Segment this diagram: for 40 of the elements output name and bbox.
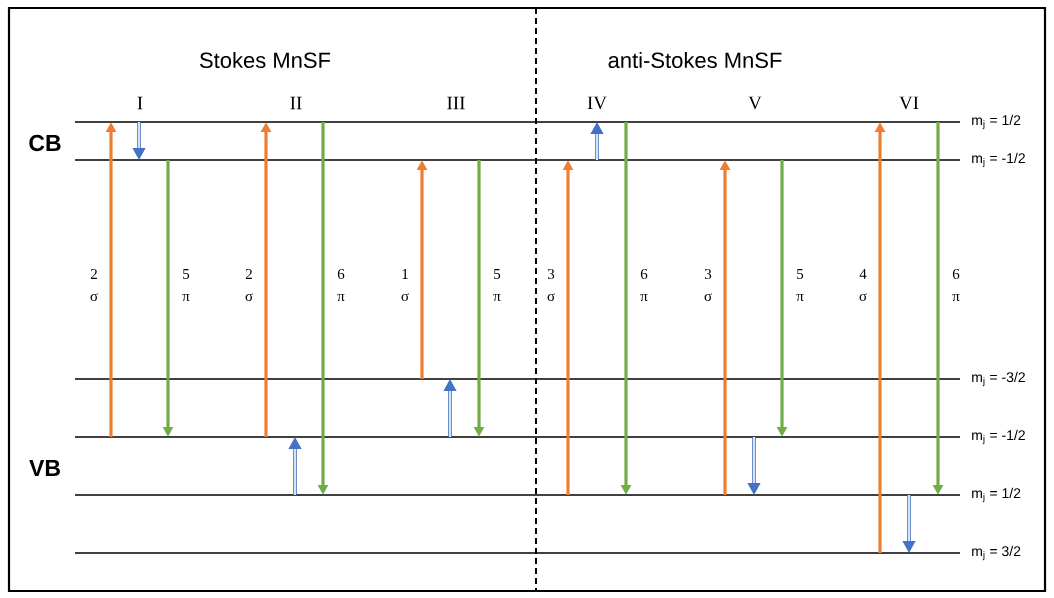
edge-label: 3 σ xyxy=(702,267,714,303)
process-numeral: VI xyxy=(899,96,919,110)
transition-arrow xyxy=(132,121,146,160)
energy-level-line xyxy=(75,436,960,438)
energy-level-line xyxy=(75,552,960,554)
energy-level-line xyxy=(75,378,960,380)
band-label: VB xyxy=(29,460,60,476)
section-title: anti-Stokes MnSF xyxy=(608,51,782,69)
energy-level-line xyxy=(75,494,960,496)
level-label: m$_{j}$ = -3/2 xyxy=(972,371,1025,387)
process-numeral: III xyxy=(447,96,465,110)
level-label: m$_{j}$ = 1/2 xyxy=(972,487,1021,503)
edge-label: 4 σ xyxy=(857,268,869,302)
level-label: m$_{j}$ = 3/2 xyxy=(972,545,1021,561)
edge-label: 2 σ xyxy=(243,267,255,303)
process-numeral: I xyxy=(137,96,143,110)
process-numeral: V xyxy=(748,96,762,110)
edge-label: 1 σ xyxy=(399,267,411,302)
process-numeral: IV xyxy=(587,96,607,110)
energy-level-line xyxy=(75,159,960,161)
edge-label: 6 π xyxy=(335,267,347,303)
transition-arrow xyxy=(902,494,916,553)
level-label: m$_{j}$ = -1/2 xyxy=(972,429,1025,445)
edge-label: 5 π xyxy=(794,268,806,302)
edge-label: 5 π xyxy=(180,268,192,302)
edge-label: 3 σ xyxy=(545,267,557,303)
transition-arrow xyxy=(590,122,604,161)
band-label: CB xyxy=(29,134,61,152)
section-title: Stokes MnSF xyxy=(200,51,331,69)
edge-label: 6 π xyxy=(950,267,962,303)
transition-arrow xyxy=(747,436,761,495)
level-label: m$_{j}$ = 1/2 xyxy=(972,114,1021,130)
edge-label: 5 π xyxy=(491,268,503,302)
edge-label: 2 σ xyxy=(88,267,100,303)
transition-arrow xyxy=(288,437,302,496)
energy-level-line xyxy=(75,121,960,123)
level-label: m$_{j}$ = -1/2 xyxy=(972,152,1025,168)
edge-label: 6 π xyxy=(638,267,650,303)
process-numeral: II xyxy=(290,96,302,110)
transition-arrow xyxy=(443,379,457,438)
